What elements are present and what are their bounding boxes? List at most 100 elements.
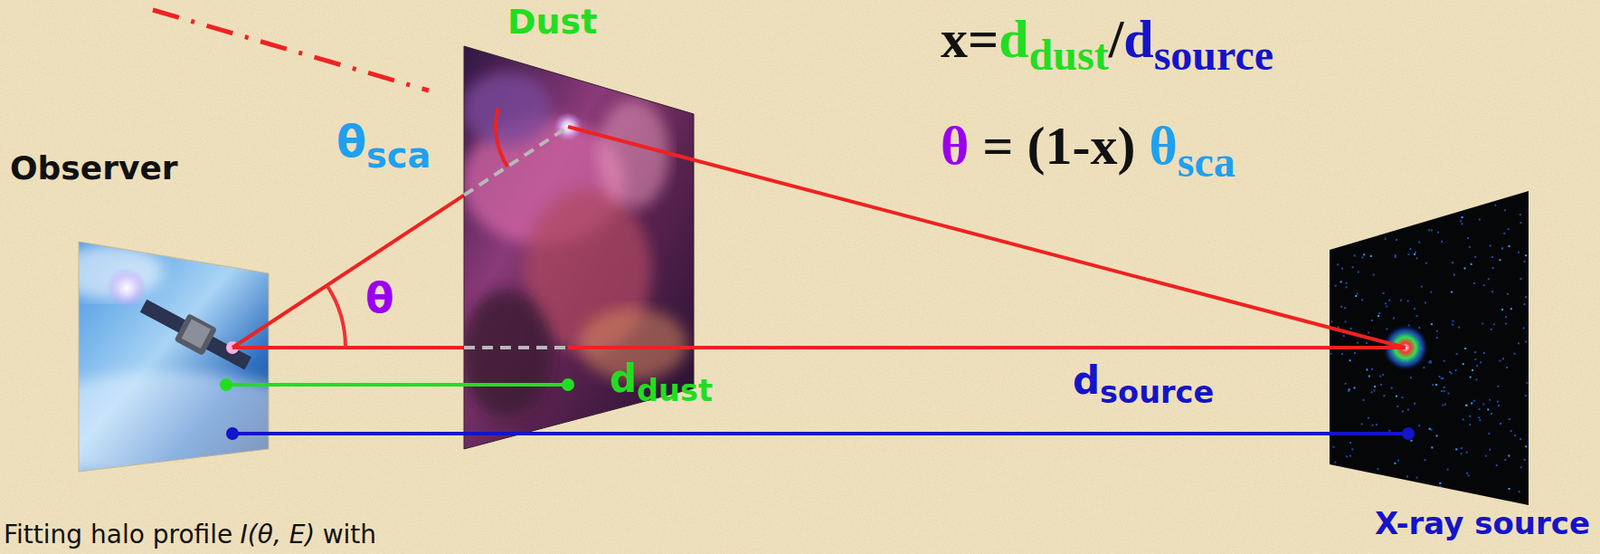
- source-label: X-ray source: [1374, 506, 1591, 540]
- noise-dot: [1462, 417, 1465, 420]
- noise-dot: [1519, 277, 1522, 280]
- noise-dot: [1485, 454, 1487, 457]
- noise-dot: [1344, 306, 1346, 309]
- dust-label: Dust: [507, 3, 597, 42]
- noise-dot: [1353, 254, 1356, 256]
- noise-dot: [1413, 253, 1416, 256]
- angle-label: θ: [365, 274, 395, 322]
- noise-dot: [1413, 402, 1416, 405]
- noise-dot: [1385, 305, 1388, 308]
- noise-dot: [1435, 383, 1438, 386]
- noise-dot: [1344, 321, 1347, 323]
- noise-dot: [1407, 300, 1410, 303]
- noise-dot: [1407, 194, 1410, 197]
- noise-dot: [1367, 416, 1370, 419]
- noise-dot: [1330, 352, 1333, 355]
- noise-dot: [1524, 394, 1527, 397]
- noise-dot: [1467, 473, 1470, 476]
- subscript-text: dust: [636, 372, 713, 408]
- noise-dot: [1524, 254, 1527, 256]
- noise-dot: [1481, 322, 1484, 325]
- label-text: = (1-x): [982, 115, 1136, 176]
- noise-dot: [1400, 299, 1402, 302]
- noise-dot: [1475, 358, 1477, 360]
- noise-dot: [1510, 307, 1513, 310]
- noise-dot: [1491, 290, 1494, 293]
- noise-dot: [1430, 228, 1433, 231]
- subscript-text: sca: [366, 134, 432, 176]
- noise-dot: [1410, 376, 1412, 379]
- noise-dot: [1508, 245, 1511, 247]
- noise-dot: [1370, 255, 1373, 257]
- noise-dot: [1498, 258, 1501, 261]
- noise-dot: [1388, 484, 1391, 487]
- noise-dot: [1416, 256, 1419, 259]
- noise-dot: [1414, 201, 1417, 204]
- noise-dot: [1499, 422, 1502, 425]
- noise-dot: [1424, 458, 1427, 461]
- noise-dot: [1520, 465, 1523, 468]
- noise-dot: [1422, 366, 1425, 369]
- noise-dot: [1444, 403, 1447, 406]
- noise-dot: [1345, 285, 1348, 288]
- noise-dot: [1437, 231, 1440, 234]
- noise-dot: [1370, 208, 1373, 210]
- noise-dot: [1440, 389, 1443, 392]
- noise-dot: [1409, 247, 1411, 250]
- noise-dot: [1478, 407, 1481, 410]
- label-text: /: [1108, 9, 1125, 69]
- noise-dot: [1465, 492, 1468, 494]
- noise-dot: [1436, 330, 1439, 332]
- noise-dot: [1470, 263, 1473, 266]
- noise-dot: [1394, 254, 1397, 256]
- noise-dot: [1476, 364, 1478, 367]
- noise-dot: [1473, 399, 1476, 402]
- ratio-equation: x=ddust/dsource: [940, 9, 1274, 80]
- noise-dot: [1341, 352, 1344, 355]
- noise-dot: [1439, 485, 1441, 488]
- noise-dot: [1429, 427, 1431, 430]
- noise-dot: [1475, 378, 1477, 380]
- noise-dot: [1524, 458, 1526, 461]
- noise-dot: [1523, 327, 1525, 330]
- noise-dot: [1466, 404, 1468, 407]
- noise-dot: [1394, 255, 1397, 258]
- noise-dot: [1384, 302, 1387, 304]
- noise-dot: [1508, 487, 1511, 490]
- noise-dot: [1525, 381, 1528, 384]
- noise-dot: [1524, 302, 1526, 305]
- noise-dot: [1497, 404, 1500, 407]
- noise-dot: [1412, 209, 1415, 212]
- noise-dot: [1385, 327, 1388, 330]
- noise-dot: [1332, 502, 1335, 505]
- noise-dot: [1494, 204, 1496, 207]
- label-text: X-ray source: [1374, 504, 1591, 541]
- noise-dot: [1462, 498, 1465, 501]
- noise-dot: [1441, 377, 1444, 379]
- noise-dot: [1431, 383, 1434, 386]
- noise-dot: [1329, 480, 1332, 483]
- noise-dot: [1505, 366, 1508, 369]
- noise-dot: [1391, 387, 1393, 389]
- noise-dot: [1478, 418, 1481, 421]
- noise-dot: [1397, 459, 1400, 462]
- noise-dot: [1475, 190, 1477, 193]
- noise-dot: [1440, 240, 1443, 243]
- noise-dot: [1357, 271, 1360, 274]
- noise-dot: [1396, 405, 1399, 408]
- noise-dot: [1343, 334, 1345, 337]
- noise-dot: [1506, 293, 1509, 295]
- noise-dot: [1335, 216, 1338, 218]
- noise-dot: [1513, 352, 1515, 355]
- noise-dot: [1340, 305, 1343, 308]
- noise-dot: [1477, 416, 1480, 418]
- noise-dot: [1350, 479, 1353, 482]
- noise-dot: [1445, 494, 1448, 497]
- noise-dot: [1344, 382, 1347, 385]
- noise-dot: [1468, 423, 1471, 426]
- noise-dot: [1524, 444, 1527, 447]
- noise-dot: [1473, 282, 1476, 285]
- noise-dot: [1519, 213, 1522, 216]
- noise-dot: [1334, 284, 1337, 287]
- noise-dot: [1361, 422, 1364, 425]
